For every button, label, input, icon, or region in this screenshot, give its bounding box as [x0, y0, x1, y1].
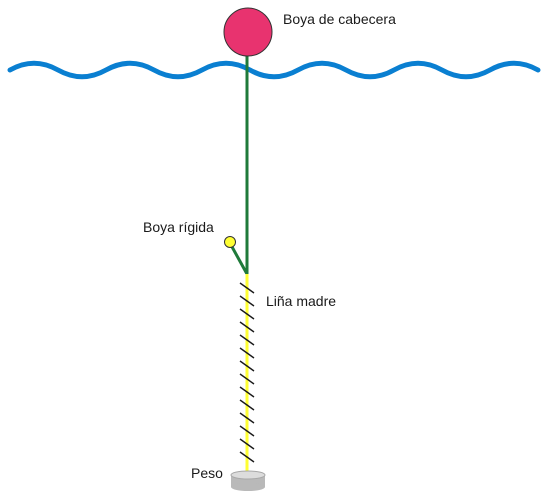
water-surface-wave — [7, 60, 541, 80]
circle-buoy-icon — [223, 7, 273, 57]
main-line-label: Liña madre — [266, 293, 336, 309]
hook-mark — [239, 334, 255, 346]
hook-mark — [239, 282, 255, 294]
hook-mark — [239, 412, 255, 424]
hook-mark — [239, 373, 255, 385]
weight-label: Peso — [191, 465, 223, 481]
head-buoy-label: Boya de cabecera — [283, 11, 396, 27]
hook-mark — [239, 321, 255, 333]
hook-mark — [239, 451, 255, 463]
hook-mark — [239, 399, 255, 411]
hook-mark — [239, 308, 255, 320]
hook-mark — [239, 425, 255, 437]
hook-mark — [239, 438, 255, 450]
rigid-buoy-label: Boya rígida — [143, 219, 214, 235]
hooks-group — [239, 282, 255, 463]
cylinder-weight-icon — [230, 470, 266, 491]
hook-mark — [239, 360, 255, 372]
hook-mark — [239, 347, 255, 359]
hook-mark — [239, 386, 255, 398]
hook-mark — [239, 295, 255, 307]
rigid-buoy-rope — [229, 244, 249, 275]
small-circle-buoy-icon — [224, 236, 236, 248]
